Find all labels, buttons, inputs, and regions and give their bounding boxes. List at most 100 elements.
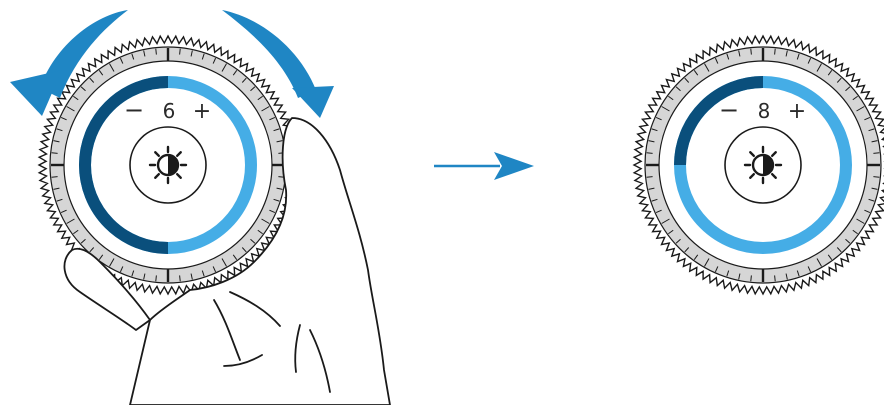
level-ring-before xyxy=(79,76,257,254)
bezel-tick xyxy=(51,152,58,154)
watch-after: − 8 + xyxy=(632,34,884,296)
bezel-tick xyxy=(190,273,193,280)
bezel-tick xyxy=(98,254,104,260)
bezel-tick xyxy=(807,266,812,273)
bezel-tick xyxy=(785,50,788,57)
sun-ray xyxy=(770,172,777,179)
bezel-tick xyxy=(273,128,280,132)
bezel-tick xyxy=(651,128,658,132)
bezel-tick xyxy=(109,258,115,267)
bezel-tick xyxy=(816,258,822,267)
rotate-bezel-arrows xyxy=(10,10,334,118)
right-arrow-icon xyxy=(434,152,534,180)
sun-ray xyxy=(749,151,756,158)
bezel-tick xyxy=(73,229,79,235)
sun-ray xyxy=(175,172,182,179)
bezel-tick xyxy=(714,266,719,273)
bezel-tick xyxy=(89,77,95,83)
bezel-tick xyxy=(66,218,75,224)
hand-icon xyxy=(63,117,391,405)
bezel-tick xyxy=(66,106,75,112)
bezel-tick xyxy=(201,53,205,60)
bezel-tick xyxy=(750,275,752,282)
bezel-tick xyxy=(726,270,730,277)
bezel-tick xyxy=(651,198,658,202)
bezel-tick xyxy=(827,254,833,260)
bezel-tick xyxy=(276,187,283,190)
bezel-tick xyxy=(51,176,58,178)
sun-ray xyxy=(154,151,161,158)
level-ring-after xyxy=(674,76,852,254)
level-remaining-arc xyxy=(674,76,764,166)
bezel-tick xyxy=(232,254,238,260)
right-arrow-head xyxy=(292,86,334,118)
bezel-tick xyxy=(668,229,674,235)
bezel-tick xyxy=(257,229,263,235)
bezel-tick xyxy=(868,198,875,202)
bezel-tick xyxy=(155,48,157,55)
bezel-tick xyxy=(704,258,710,267)
bezel-tick xyxy=(684,77,690,83)
bezel-tick xyxy=(131,270,135,277)
bezel-tick xyxy=(221,63,227,72)
bezel-tick xyxy=(864,116,871,121)
bezel-tick xyxy=(119,266,124,273)
sun-ray xyxy=(154,172,161,179)
bezel-tick xyxy=(845,86,851,92)
bezel-tick xyxy=(143,273,146,280)
bezel-tick xyxy=(852,95,858,101)
bezel-tick xyxy=(868,128,875,132)
bezel-tick xyxy=(53,187,60,190)
bezel-tick xyxy=(655,116,662,121)
bezel-tick xyxy=(212,266,217,273)
plus-label-after: + xyxy=(788,99,806,124)
bezel-tick xyxy=(796,53,800,60)
bezel-tick xyxy=(856,106,865,112)
bezel-tick xyxy=(269,116,276,121)
bezel-tick xyxy=(738,50,741,57)
bezel-tick xyxy=(873,152,880,154)
bezel-tick xyxy=(257,95,263,101)
bezel-tick xyxy=(261,106,270,112)
bezel-tick xyxy=(845,238,851,244)
bezel-tick xyxy=(276,140,283,143)
bezel-tick xyxy=(693,70,699,76)
bezel-tick xyxy=(774,48,776,55)
bezel-tick xyxy=(89,247,95,253)
bezel-tick xyxy=(714,57,719,64)
bezel-tick xyxy=(827,70,833,76)
bezel-tick xyxy=(80,86,86,92)
right-curved-arrow xyxy=(222,10,316,98)
bezel-tick xyxy=(60,209,67,214)
minus-label-before: − xyxy=(124,96,144,124)
bezel-tick xyxy=(646,152,653,154)
bezel-tick xyxy=(655,209,662,214)
bezel-tick xyxy=(241,247,247,253)
bezel-tick xyxy=(836,247,842,253)
bezel-tick xyxy=(60,116,67,121)
bezel-tick xyxy=(796,270,800,277)
bezel-tick xyxy=(684,247,690,253)
bezel-tick xyxy=(668,95,674,101)
value-label-before: 6 xyxy=(163,99,176,123)
bezel-tick xyxy=(56,128,63,132)
watch-before: − 6 + xyxy=(37,34,299,296)
left-arrow-head xyxy=(10,70,62,116)
bezel-tick xyxy=(221,258,227,267)
sun-ray xyxy=(175,151,182,158)
bezel-tick xyxy=(873,176,880,178)
bezel-tick xyxy=(648,187,655,190)
bezel-tick xyxy=(131,53,135,60)
bezel-tick xyxy=(109,63,115,72)
bezel-tick xyxy=(785,273,788,280)
bezel-tick xyxy=(774,275,776,282)
bezel-tick xyxy=(261,218,270,224)
level-remaining-arc xyxy=(79,76,169,254)
bezel-tick xyxy=(661,106,670,112)
bezel-tick xyxy=(856,218,865,224)
bezel-tick xyxy=(693,254,699,260)
bezel-tick xyxy=(871,140,878,143)
bezel-tick xyxy=(155,275,157,282)
bezel-tick xyxy=(241,77,247,83)
